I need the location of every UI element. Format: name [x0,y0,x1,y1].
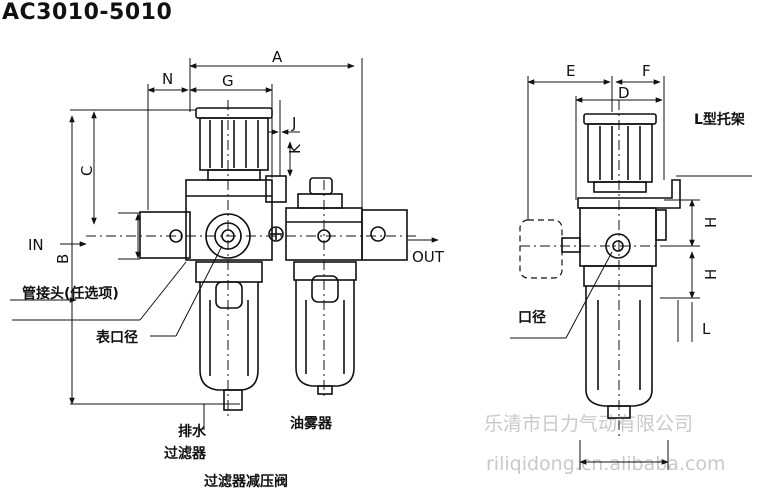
side-view-dimensions [510,76,752,470]
dim-label-d: D [618,84,630,102]
diagram-title: AC3010-5010 [2,0,173,25]
dim-label-f: F [642,62,651,80]
gauge-port-label: 表口径 [95,329,138,346]
dim-label-a: A [272,48,283,66]
dim-label-l: L [702,320,711,338]
bracket-label: L型托架 [694,111,745,128]
watermark-line1: 乐清市日力气动有限公司 [484,413,693,435]
fitting-label: 管接头(任选项) [22,285,119,302]
drain-valve [223,389,243,411]
optional-gauge [519,219,563,279]
dim-label-j: J [291,114,296,132]
side-view [519,113,681,419]
lubricator-label: 油雾器 [290,415,333,432]
connector-bolt [268,226,284,242]
dim-label-n: N [162,70,173,88]
watermark-line2: riliqidong.cn.alibaba.com [486,453,726,475]
out-label: OUT [412,248,445,266]
front-view-dimensions [10,58,439,430]
dim-label-k: K [286,143,304,154]
dim-label-e: E [566,62,575,80]
port-label: 口径 [518,309,546,326]
dim-label-g: G [222,72,234,90]
regulator-knob [195,107,273,181]
front-view [139,107,408,411]
filter-bowl [195,261,263,411]
drain-label-line2: 过滤器 [164,445,207,462]
drain-label-line1: 排水 [178,423,207,440]
dim-label-h-bottom: H [702,269,720,280]
dim-label-h-top: H [702,217,720,228]
l-bracket [577,179,681,209]
filter-regulator-body [185,175,287,261]
in-label: IN [28,236,44,254]
dim-label-b: B [54,254,72,264]
right-port-hole [370,226,386,242]
filter-regulator-label: 过滤器减压阀 [204,473,288,490]
dim-label-c: C [78,166,96,176]
